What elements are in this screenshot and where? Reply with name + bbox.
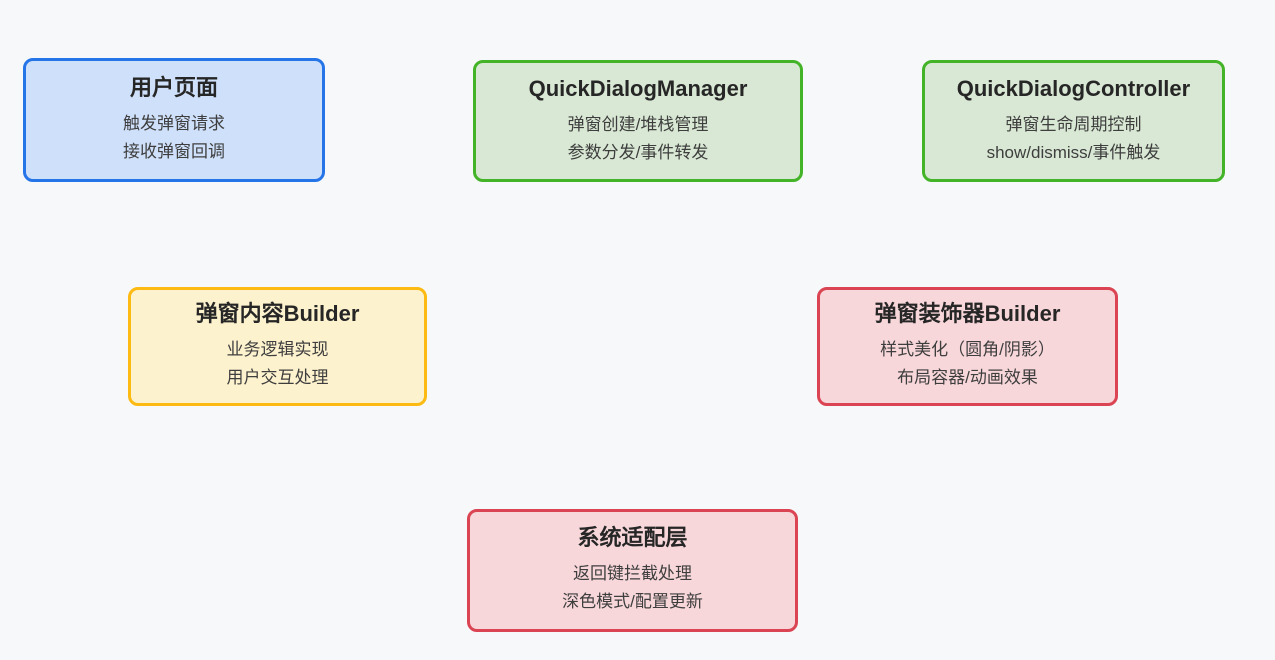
- node-user-page: 用户页面 触发弹窗请求 接收弹窗回调: [23, 58, 325, 182]
- node-quick-dialog-controller: QuickDialogController 弹窗生命周期控制 show/dism…: [922, 60, 1225, 182]
- node-system-adapter-layer: 系统适配层 返回键拦截处理 深色模式/配置更新: [467, 509, 798, 632]
- node-title: 弹窗内容Builder: [195, 301, 360, 326]
- node-line: 弹窗创建/堆栈管理: [567, 114, 709, 134]
- node-line: 接收弹窗回调: [123, 141, 225, 161]
- node-line: show/dismiss/事件触发: [986, 142, 1161, 162]
- node-line: 用户交互处理: [226, 368, 329, 387]
- node-dialog-content-builder: 弹窗内容Builder 业务逻辑实现 用户交互处理: [128, 287, 427, 406]
- node-title: QuickDialogController: [956, 75, 1191, 101]
- node-line: 返回键拦截处理: [573, 564, 692, 583]
- node-dialog-decorator-builder: 弹窗装饰器Builder 样式美化（圆角/阴影） 布局容器/动画效果: [817, 287, 1118, 406]
- node-line: 样式美化（圆角/阴影）: [880, 340, 1055, 359]
- node-title: QuickDialogManager: [528, 75, 748, 101]
- node-line: 布局容器/动画效果: [897, 368, 1038, 387]
- node-line: 参数分发/事件转发: [567, 142, 709, 162]
- node-title: 弹窗装饰器Builder: [874, 301, 1061, 326]
- node-line: 业务逻辑实现: [226, 340, 329, 359]
- node-title: 系统适配层: [577, 525, 688, 550]
- node-title: 用户页面: [129, 74, 218, 100]
- node-line: 触发弹窗请求: [123, 113, 225, 133]
- node-line: 深色模式/配置更新: [562, 592, 703, 611]
- node-quick-dialog-manager: QuickDialogManager 弹窗创建/堆栈管理 参数分发/事件转发: [473, 60, 803, 182]
- node-line: 弹窗生命周期控制: [1005, 114, 1142, 134]
